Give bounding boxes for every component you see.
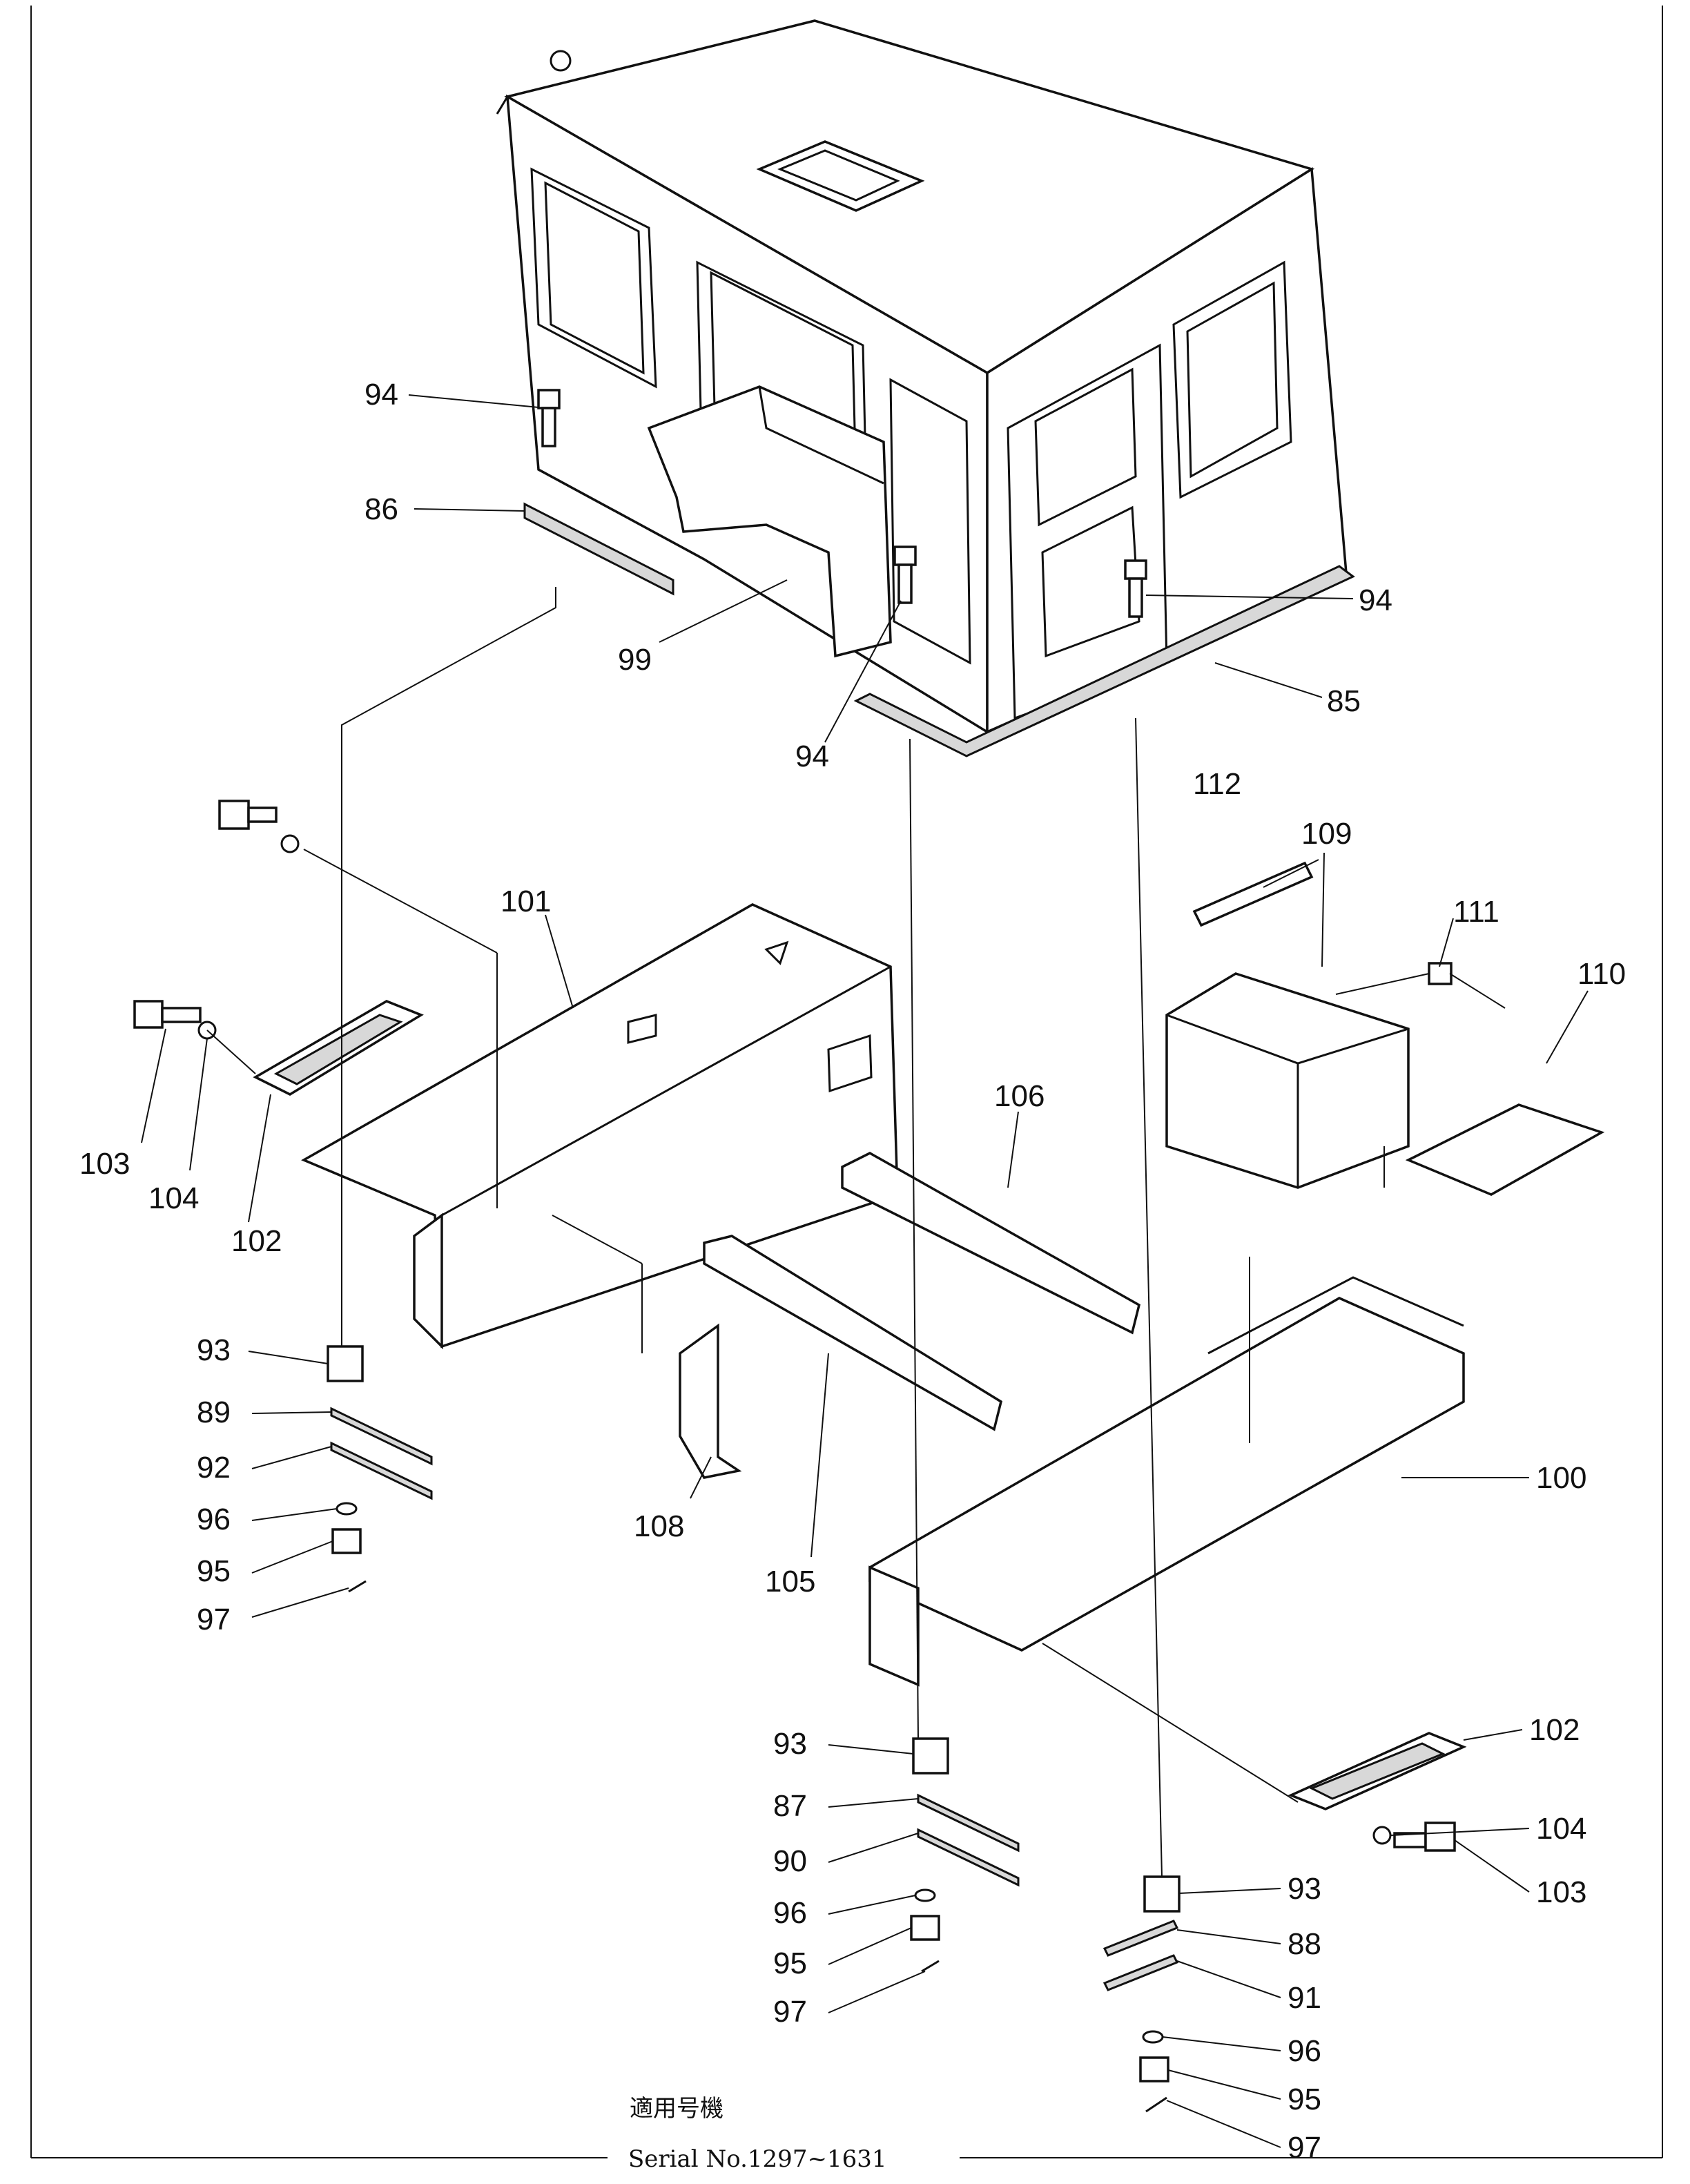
label-96: 96 xyxy=(197,1502,231,1536)
seal-85 xyxy=(853,565,1355,757)
frame-106 xyxy=(841,1152,1141,1335)
label-106: 106 xyxy=(994,1079,1045,1113)
label-97: 97 xyxy=(773,1995,807,2029)
label-104: 104 xyxy=(148,1181,199,1215)
label-94: 94 xyxy=(365,378,398,412)
label-96: 96 xyxy=(1288,2034,1321,2068)
label-103: 103 xyxy=(1536,1875,1586,1909)
label-104: 104 xyxy=(1536,1812,1586,1846)
battery-box-109 xyxy=(1165,972,1410,1189)
step-102-b xyxy=(1288,1732,1467,1810)
label-102: 102 xyxy=(231,1224,282,1258)
label-100: 100 xyxy=(1536,1461,1586,1495)
label-86: 86 xyxy=(365,492,398,526)
label-109: 109 xyxy=(1301,817,1352,851)
floor-frame-100 xyxy=(868,1276,1465,1687)
mount-stack-mid xyxy=(910,1737,1020,1973)
label-90: 90 xyxy=(773,1844,807,1878)
label-95: 95 xyxy=(773,1946,807,1980)
label-103: 103 xyxy=(79,1147,130,1181)
plate-112 xyxy=(1192,861,1314,927)
label-89: 89 xyxy=(197,1395,231,1429)
label-95: 95 xyxy=(197,1554,231,1588)
assembly-lines xyxy=(206,587,1506,1877)
mount-stack-left xyxy=(327,1345,433,1593)
seal-86 xyxy=(523,502,674,596)
step-102-a xyxy=(253,1000,424,1096)
washer-104-b xyxy=(1372,1826,1392,1845)
label-95: 95 xyxy=(1288,2082,1321,2116)
floor-frame-101 xyxy=(301,903,899,1350)
label-110: 110 xyxy=(1577,957,1626,991)
label-97: 97 xyxy=(1288,2131,1321,2165)
label-111: 111 xyxy=(1453,895,1499,929)
caption-applicable-models: 適用号機 xyxy=(630,2095,723,2123)
label-88: 88 xyxy=(1288,1927,1321,1961)
label-97: 97 xyxy=(197,1603,231,1636)
leader-lines xyxy=(141,394,1589,2148)
bolt-94-a xyxy=(537,389,561,447)
bolt-103-b xyxy=(1393,1821,1456,1852)
bolt-94-b xyxy=(893,545,917,604)
label-112: 112 xyxy=(1193,767,1241,801)
page-border xyxy=(30,6,1663,2158)
label-102: 102 xyxy=(1529,1713,1580,1747)
label-91: 91 xyxy=(1288,1981,1321,2015)
bracket-108 xyxy=(679,1323,742,1479)
label-94: 94 xyxy=(1359,583,1392,617)
mount-stack-right xyxy=(1103,1875,1181,2113)
frame-105 xyxy=(703,1235,1003,1431)
label-93: 93 xyxy=(197,1333,231,1367)
cover-110 xyxy=(1405,1103,1605,1196)
label-101: 101 xyxy=(501,885,551,918)
label-87: 87 xyxy=(773,1789,807,1823)
label-93: 93 xyxy=(773,1727,807,1761)
label-93: 93 xyxy=(1288,1872,1321,1906)
label-94: 94 xyxy=(795,740,829,773)
label-99: 99 xyxy=(618,643,652,677)
bolt-top-left xyxy=(218,800,300,853)
bolt-103-a xyxy=(133,1000,202,1029)
bolt-94-c xyxy=(1124,559,1147,618)
caption-serial-range: Serial No.1297~1631 xyxy=(628,2145,886,2173)
label-105: 105 xyxy=(765,1565,815,1598)
label-92: 92 xyxy=(197,1451,231,1485)
part-labels: 94 86 99 94 94 85 112 109 111 110 101 10… xyxy=(79,378,1626,2165)
label-85: 85 xyxy=(1327,684,1361,718)
label-108: 108 xyxy=(634,1509,684,1543)
label-96: 96 xyxy=(773,1896,807,1930)
